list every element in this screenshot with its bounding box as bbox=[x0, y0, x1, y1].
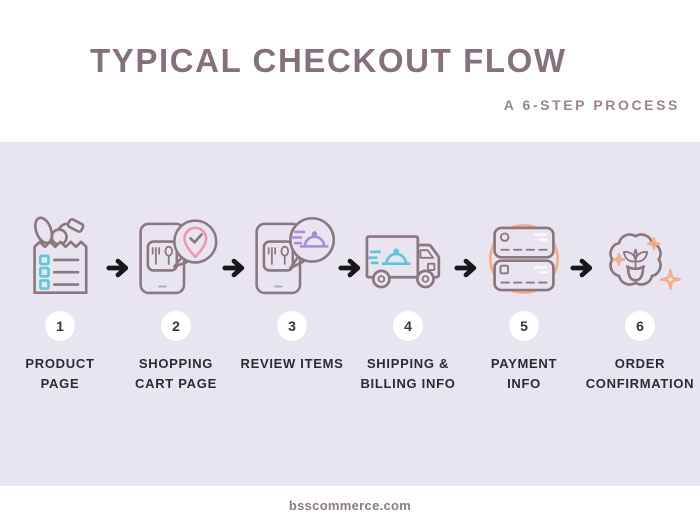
step-number-badge: 3 bbox=[277, 311, 307, 341]
credit-cards-icon bbox=[482, 204, 566, 301]
delivery-truck-icon bbox=[361, 204, 456, 301]
step-label: SHIPPING & BILLING INFO bbox=[360, 356, 456, 392]
arrow-right-icon bbox=[570, 258, 593, 278]
step-label: PRODUCT PAGE bbox=[25, 356, 95, 392]
step-label: REVIEW ITEMS bbox=[240, 356, 344, 371]
step-number-badge: 5 bbox=[509, 311, 539, 341]
step-number-badge: 2 bbox=[161, 311, 191, 341]
step-1-product-page: 1 PRODUCT PAGE bbox=[14, 204, 106, 394]
grocery-bag-checklist-icon bbox=[19, 204, 101, 301]
step-2-shopping-cart-page: 2 SHOPPING CART PAGE bbox=[130, 204, 222, 394]
step-5-payment-info: 5 PAYMENT INFO bbox=[478, 204, 570, 394]
step-label: PAYMENT INFO bbox=[490, 356, 558, 392]
website-url: bsscommerce.com bbox=[288, 498, 412, 513]
arrow-right-icon bbox=[106, 258, 129, 278]
cart-app-location-bubble-icon bbox=[131, 204, 221, 301]
step-number-badge: 4 bbox=[393, 311, 423, 341]
step-4-shipping-billing: 4 SHIPPING & BILLING INFO bbox=[360, 204, 456, 394]
steps-row: 1 PRODUCT PAGE bbox=[0, 142, 700, 394]
order-bloom-sparkles-icon bbox=[594, 204, 687, 301]
page-subtitle: A 6-STEP PROCESS bbox=[503, 97, 680, 113]
order-review-food-bubble-icon bbox=[247, 204, 337, 301]
arrow-right-icon bbox=[222, 258, 245, 278]
page-title: TYPICAL CHECKOUT FLOW bbox=[90, 42, 567, 79]
step-6-order-confirmation: 6 ORDER CONFIRMATION bbox=[586, 204, 694, 394]
arrow-right-icon bbox=[454, 258, 477, 278]
arrow-right-icon bbox=[338, 258, 361, 278]
step-3-review-items: 3 REVIEW ITEMS bbox=[240, 204, 343, 374]
step-number-badge: 1 bbox=[45, 311, 75, 341]
step-label: SHOPPING CART PAGE bbox=[135, 356, 217, 392]
step-number-badge: 6 bbox=[625, 311, 655, 341]
flow-band: 1 PRODUCT PAGE bbox=[0, 142, 700, 486]
footer: bsscommerce.com bbox=[0, 486, 700, 525]
step-label: ORDER CONFIRMATION bbox=[585, 356, 695, 392]
